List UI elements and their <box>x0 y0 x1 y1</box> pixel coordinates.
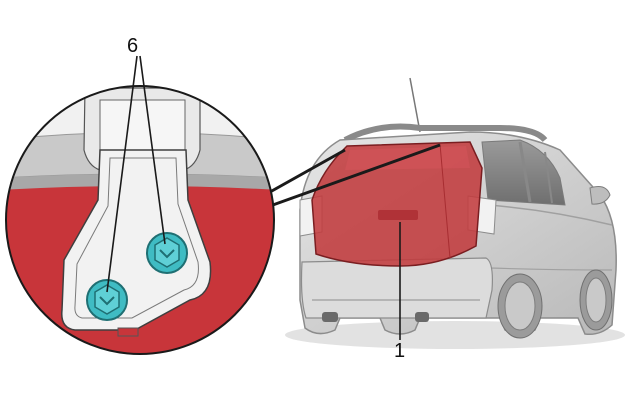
hinge-detail-circle <box>6 86 274 354</box>
callout-tailgate: 1 <box>394 340 406 362</box>
tailgate-highlight <box>311 141 483 267</box>
callout-hinge-bolts: 6 <box>127 35 139 57</box>
bolt-icon <box>146 232 188 274</box>
bolt-icon <box>86 279 128 321</box>
